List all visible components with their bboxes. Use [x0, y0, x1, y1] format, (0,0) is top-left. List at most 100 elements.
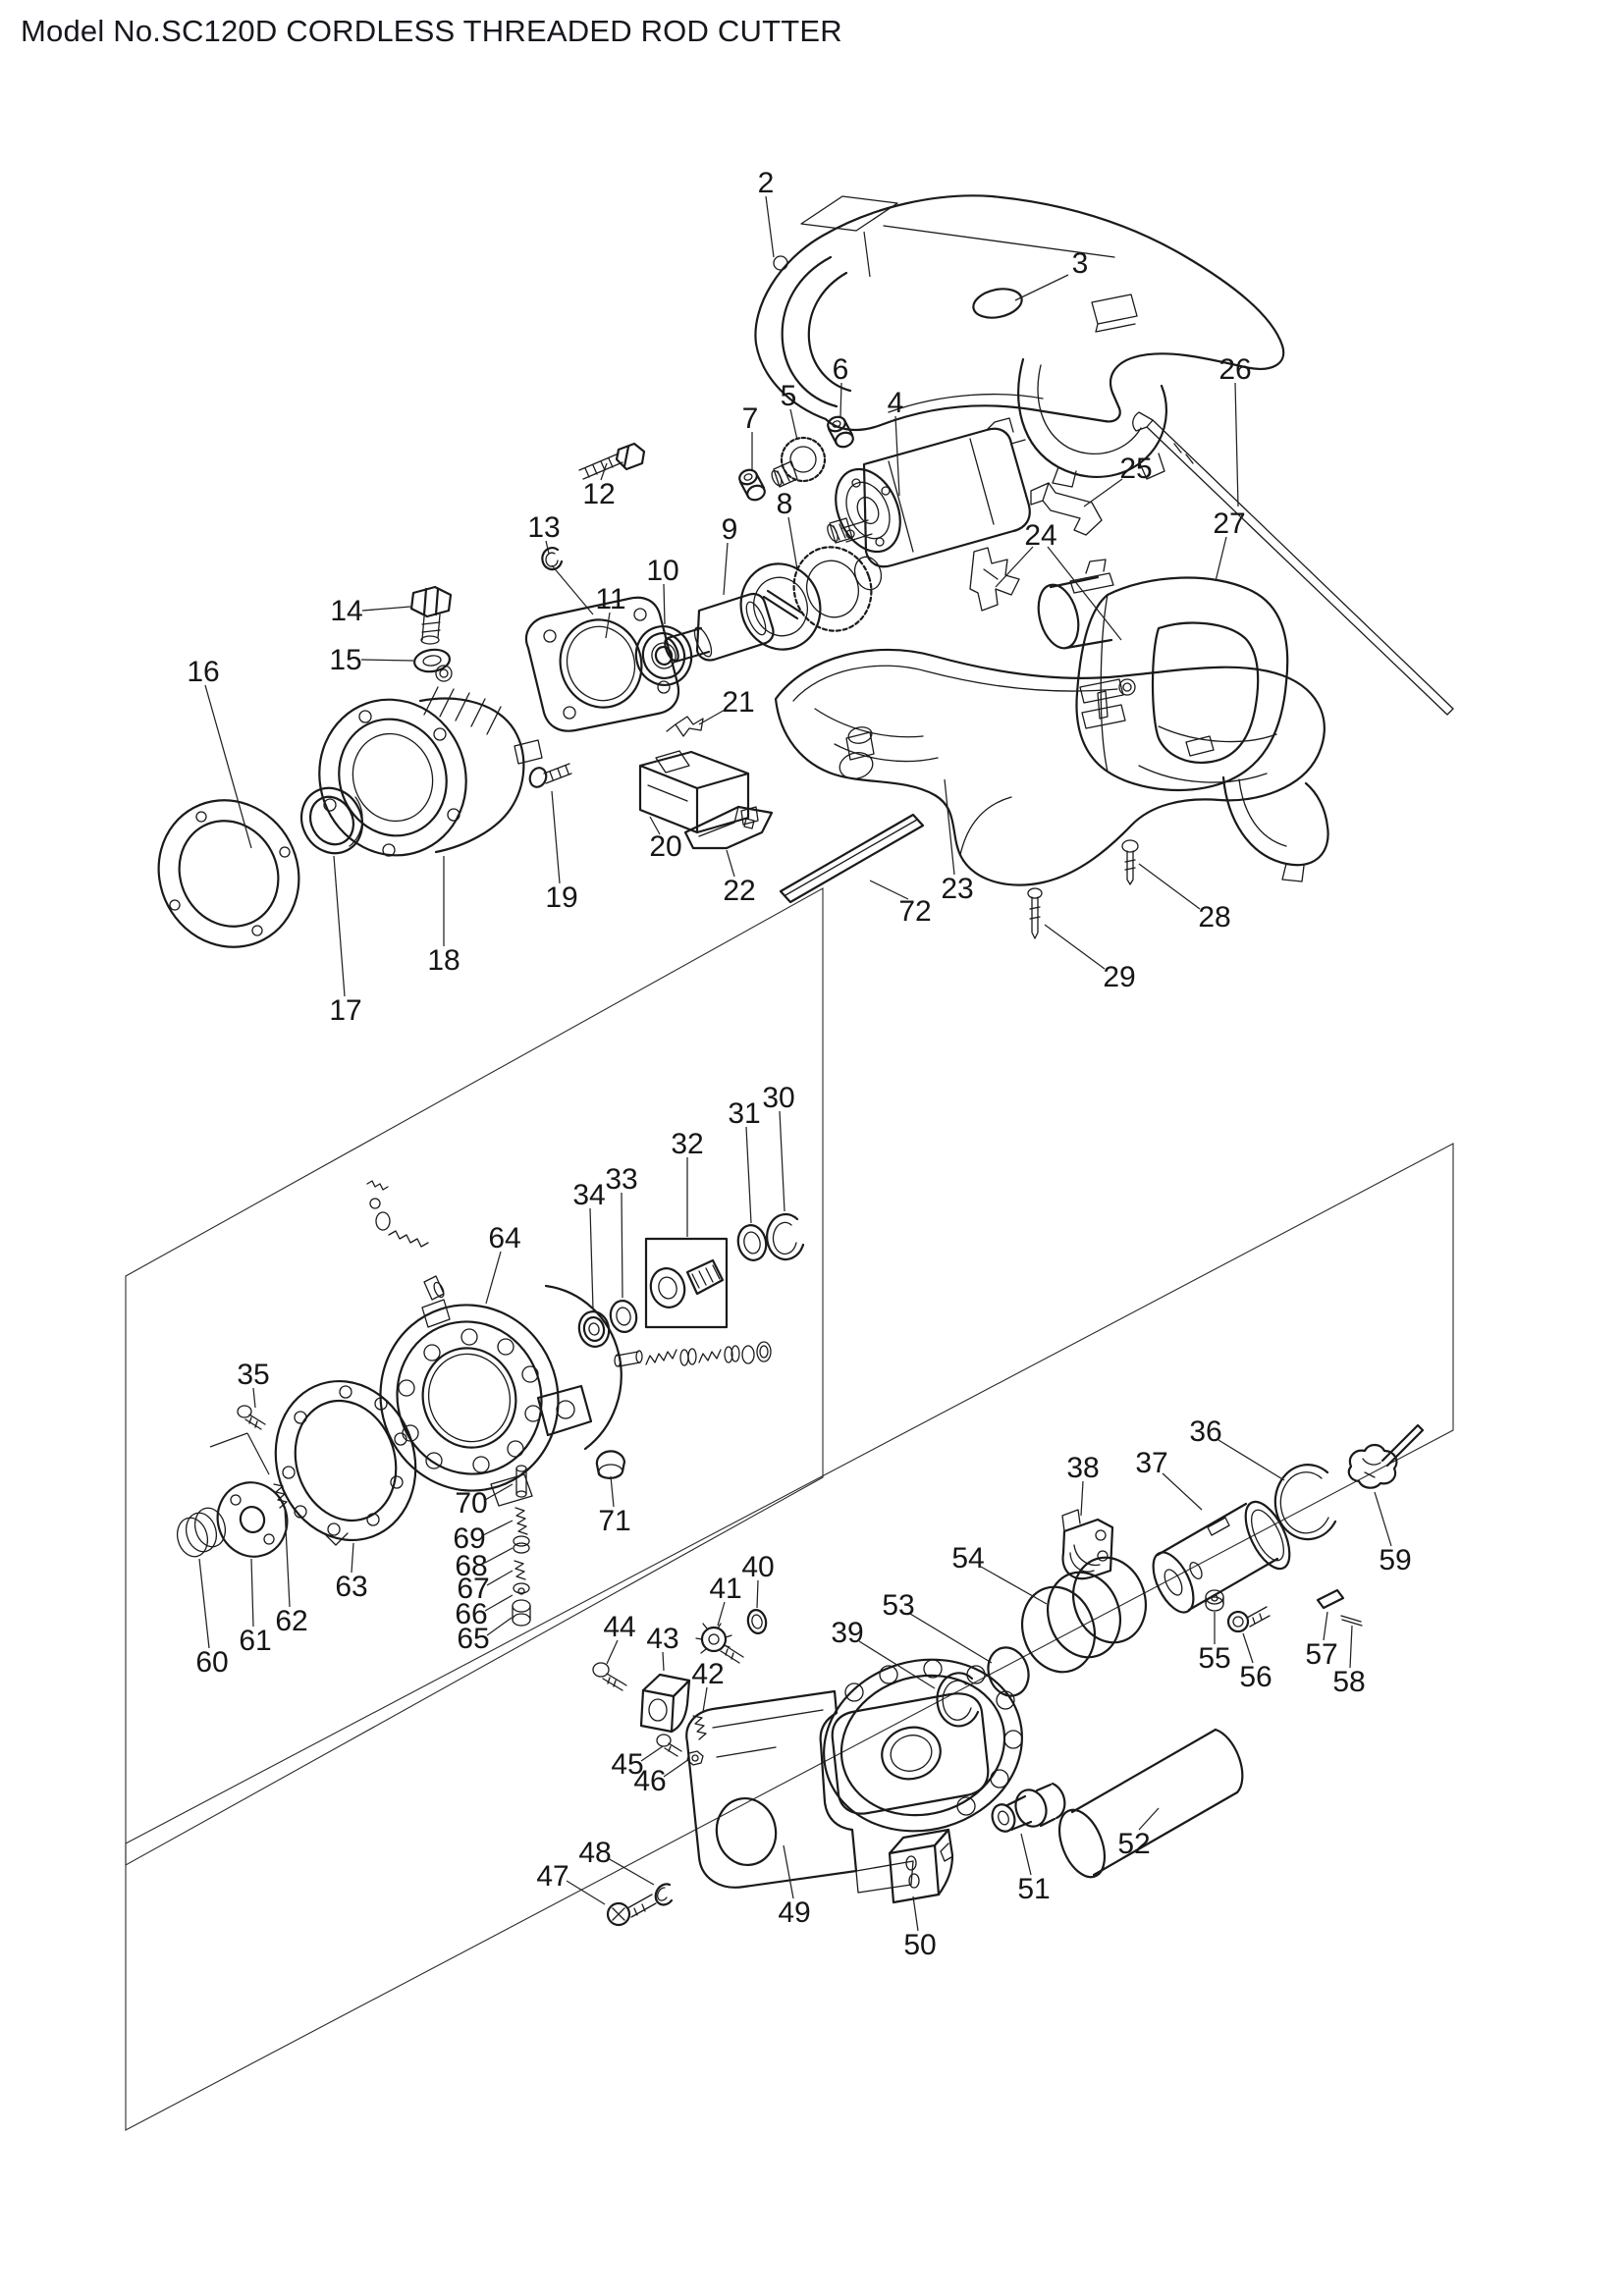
- part-label-46: 46: [633, 1765, 666, 1797]
- piston: [1152, 1500, 1291, 1614]
- part-label-22: 22: [723, 875, 755, 907]
- gear-housing: [318, 665, 543, 857]
- retaining-ring-30: [766, 1212, 805, 1261]
- part-label-32: 32: [671, 1128, 703, 1160]
- part-label-68: 68: [455, 1550, 487, 1582]
- detent-parts-diagonal: [366, 1180, 445, 1301]
- part-label-41: 41: [709, 1573, 741, 1605]
- leader-line-3: [1014, 274, 1069, 301]
- battery-pack: [1037, 559, 1289, 792]
- clutch-gear: [739, 546, 883, 651]
- part-label-7: 7: [742, 402, 759, 435]
- ring-gasket: [157, 799, 300, 948]
- part-label-31: 31: [728, 1097, 760, 1130]
- leader-line-13: [545, 540, 550, 555]
- part-label-70: 70: [455, 1487, 487, 1520]
- leader-line-57: [1323, 1611, 1328, 1641]
- part-label-71: 71: [598, 1505, 630, 1537]
- leader-line-30: [779, 1110, 785, 1212]
- part-label-51: 51: [1017, 1873, 1050, 1905]
- part-label-39: 39: [831, 1617, 863, 1649]
- leader-line-67: [486, 1570, 514, 1586]
- leader-line-54: [980, 1566, 1048, 1605]
- leader-line-72: [869, 880, 909, 900]
- part-label-8: 8: [777, 488, 793, 520]
- leader-line-6: [839, 382, 842, 417]
- leader-line-41: [717, 1601, 726, 1627]
- strip-plate: [1030, 482, 1103, 536]
- bushing-6: [827, 415, 854, 449]
- leader-line-24: [1047, 546, 1122, 641]
- leader-line-38: [1080, 1480, 1084, 1517]
- leader-line-35: [252, 1387, 256, 1409]
- motor: [827, 417, 1031, 568]
- knob-screw: [695, 1623, 744, 1664]
- leader-line-16: [204, 684, 252, 849]
- part-label-21: 21: [722, 686, 754, 719]
- leader-line-40: [756, 1579, 759, 1609]
- part-label-23: 23: [941, 873, 973, 905]
- leader-line-59: [1374, 1491, 1392, 1547]
- part-label-58: 58: [1332, 1666, 1365, 1698]
- wing-bolt: [1347, 1423, 1425, 1489]
- part-label-49: 49: [778, 1896, 810, 1929]
- screw-19: [528, 763, 572, 788]
- part-label-15: 15: [329, 644, 361, 676]
- leader-line-21: [698, 708, 728, 725]
- c-ring-39: [936, 1672, 980, 1728]
- part-label-53: 53: [882, 1589, 914, 1622]
- leader-line-35: [246, 1432, 270, 1475]
- part-label-65: 65: [457, 1623, 489, 1655]
- hex-bolt: [409, 585, 453, 645]
- die-block-50: [888, 1828, 954, 1904]
- leader-line-66: [484, 1594, 514, 1612]
- leader-line-50: [912, 1896, 919, 1932]
- part-label-18: 18: [427, 944, 460, 977]
- part-label-33: 33: [605, 1163, 637, 1196]
- leader-line-37: [1162, 1472, 1203, 1511]
- leader-line-19: [551, 790, 561, 884]
- gasket-plate: [524, 596, 680, 732]
- cam-ring: [274, 1379, 417, 1546]
- emblem-oval: [972, 288, 1023, 319]
- rod-holder: [685, 1658, 1023, 1894]
- part-label-13: 13: [527, 511, 560, 544]
- screw-44: [592, 1662, 627, 1691]
- switch: [638, 750, 759, 834]
- part-label-42: 42: [691, 1658, 724, 1690]
- screw-56: [1226, 1606, 1271, 1633]
- part-label-3: 3: [1072, 247, 1089, 280]
- leader-line-43: [662, 1651, 665, 1672]
- leader-line-20: [649, 816, 661, 835]
- spring-42: [692, 1715, 707, 1740]
- ring-40: [746, 1609, 768, 1634]
- part-label-4: 4: [888, 387, 904, 419]
- leader-line-58: [1349, 1625, 1353, 1669]
- o-ring-53: [987, 1646, 1030, 1697]
- part-label-30: 30: [762, 1082, 794, 1114]
- snap-ring-36: [1273, 1464, 1337, 1541]
- leader-line-62: [284, 1507, 291, 1608]
- leader-line-29: [1044, 924, 1106, 970]
- key-57: [1316, 1588, 1345, 1610]
- leader-line-34: [589, 1207, 594, 1310]
- contact-plate: [666, 716, 704, 737]
- label-strip: [779, 813, 925, 904]
- detent-parts-row: [614, 1341, 772, 1367]
- screw-45: [656, 1734, 682, 1757]
- leader-line-31: [745, 1126, 752, 1224]
- part-label-57: 57: [1305, 1638, 1337, 1671]
- leader-line-49: [783, 1844, 794, 1899]
- name-plate: [800, 195, 898, 278]
- part-label-24: 24: [1024, 519, 1056, 552]
- leader-line-35: [209, 1432, 248, 1448]
- screw-47: [606, 1894, 657, 1927]
- leader-line-26: [1234, 382, 1239, 507]
- wave-spring: [176, 1507, 227, 1558]
- part-label-36: 36: [1189, 1415, 1221, 1448]
- part-label-11: 11: [595, 583, 625, 615]
- part-label-62: 62: [275, 1605, 307, 1637]
- page-title: Model No.SC120D CORDLESS THREADED ROD CU…: [21, 14, 842, 48]
- part-label-52: 52: [1117, 1828, 1150, 1860]
